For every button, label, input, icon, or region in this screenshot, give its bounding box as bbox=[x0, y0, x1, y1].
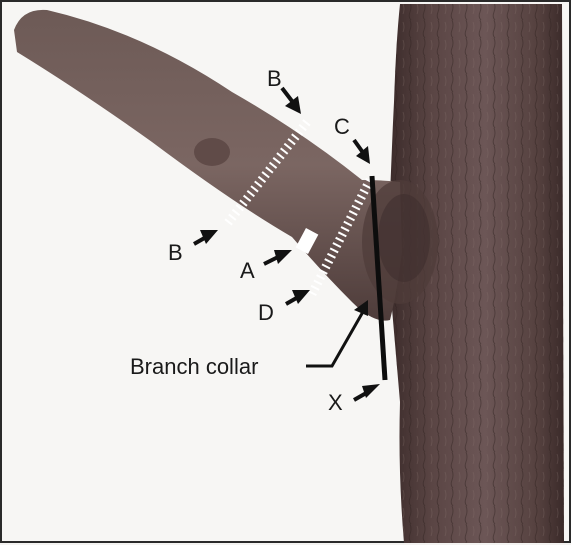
label-b-lower: B bbox=[168, 240, 183, 265]
label-d: D bbox=[258, 300, 274, 325]
arrow-collar bbox=[306, 300, 368, 366]
arrow-b-upper bbox=[282, 88, 301, 114]
bark-knot bbox=[194, 138, 230, 166]
label-x: X bbox=[328, 390, 343, 415]
label-c: C bbox=[334, 114, 350, 139]
arrow-d bbox=[286, 290, 310, 304]
label-b-upper: B bbox=[267, 66, 282, 91]
arrow-c bbox=[354, 140, 370, 164]
arrow-a bbox=[264, 250, 292, 264]
arrow-b-lower bbox=[194, 230, 218, 244]
arrow-x bbox=[354, 384, 380, 400]
label-branch-collar: Branch collar bbox=[130, 354, 258, 379]
label-a: A bbox=[240, 258, 255, 283]
